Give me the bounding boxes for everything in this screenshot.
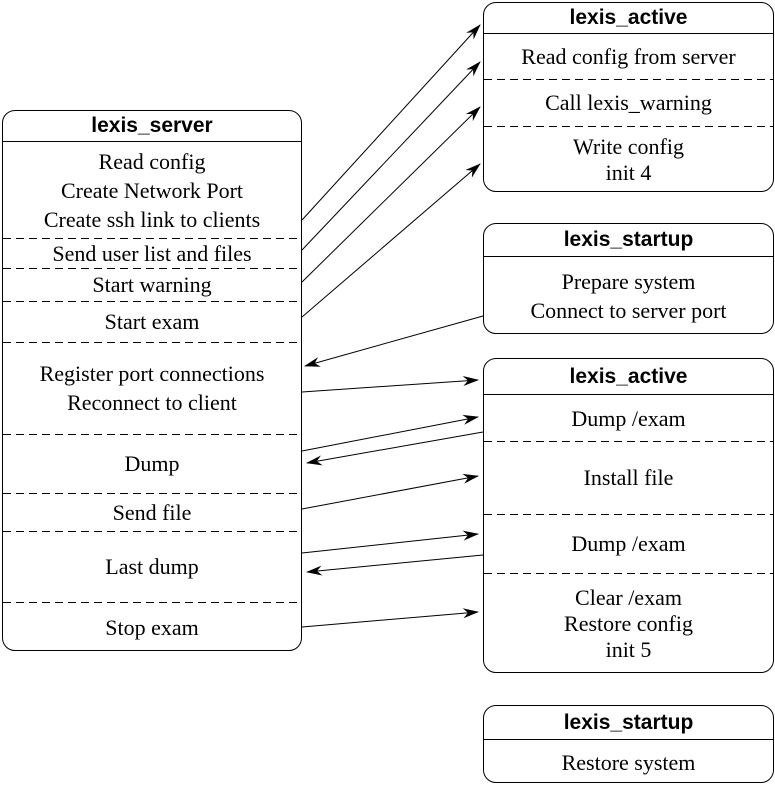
section-line: Install file [583, 465, 674, 490]
section-active2-dump-exam-1: Dump /exam [484, 395, 773, 441]
section-line: Read config [98, 148, 206, 174]
section-line: Prepare system [561, 269, 696, 294]
section-server-dump: Dump [3, 434, 301, 493]
section-line: init 5 [605, 636, 652, 662]
section-line: Restore config [564, 610, 693, 636]
section-line: Stop exam [105, 614, 199, 640]
arrow-dump-exam-2-reply [306, 554, 484, 576]
arrow-dump-to-dump-exam-1 [301, 414, 479, 452]
section-server-init: Read config Create Network Port Create s… [3, 142, 301, 238]
section-line: Start exam [104, 309, 200, 334]
arrow-reconnect-to-active2-header [301, 376, 479, 393]
section-line: Start warning [92, 272, 212, 297]
section-active1-call-warning: Call lexis_warning [484, 79, 773, 126]
section-line: Send file [112, 499, 192, 525]
section-server-start-warning: Start warning [3, 268, 301, 301]
arrow-ssh-link-to-active1-header [301, 24, 481, 221]
section-line: Create Network Port [60, 177, 244, 203]
section-line: Dump /exam [571, 405, 686, 431]
section-line: Write config [573, 133, 684, 159]
section-line: Call lexis_warning [545, 90, 712, 115]
arrow-start-warning-to-call-warning [301, 106, 481, 283]
arrow-dump-exam-1-reply [306, 431, 484, 466]
box-title-lexis-active-mid: lexis_active [484, 359, 773, 395]
box-title-lexis-server: lexis_server [3, 111, 301, 142]
arrow-start-exam-to-write-config [301, 163, 481, 318]
section-server-send-file: Send file [3, 493, 301, 531]
box-title-lexis-startup-bottom: lexis_startup [484, 706, 773, 740]
box-lexis-startup-top: lexis_startup Prepare system Connect to … [483, 223, 774, 334]
section-line: init 4 [605, 159, 652, 185]
section-startup1-prepare: Prepare system Connect to server port [484, 257, 773, 335]
section-line: Connect to server port [530, 298, 727, 323]
arrow-last-dump-to-dump-exam-2 [301, 530, 479, 554]
box-title-lexis-startup-top: lexis_startup [484, 224, 773, 257]
arrow-send-file-to-install-file [301, 473, 479, 510]
section-server-stop-exam: Stop exam [3, 602, 301, 652]
section-line: Reconnect to client [67, 390, 237, 415]
section-active2-clear-exam: Clear /exam Restore config init 5 [484, 573, 773, 674]
section-active1-read-config: Read config from server [484, 34, 773, 79]
section-startup2-restore: Restore system [484, 740, 773, 784]
box-title-lexis-active-top: lexis_active [484, 3, 773, 34]
section-line: Read config from server [521, 44, 736, 69]
arrow-send-user-list-to-read-config [301, 61, 481, 251]
section-line: Dump [124, 451, 180, 476]
section-line: Clear /exam [575, 584, 682, 610]
arrow-startup1-to-register-ports [304, 315, 484, 367]
section-active2-install-file: Install file [484, 441, 773, 514]
box-lexis-startup-bottom: lexis_startup Restore system [483, 705, 774, 783]
section-line: Last dump [105, 554, 199, 579]
box-lexis-server: lexis_server Read config Create Network … [2, 110, 302, 651]
box-lexis-active-mid: lexis_active Dump /exam Install file Dum… [483, 358, 774, 673]
section-server-register-ports: Register port connections Reconnect to c… [3, 342, 301, 434]
section-line: Register port connections [39, 361, 265, 386]
section-active1-write-config: Write config init 4 [484, 126, 773, 193]
arrow-stop-exam-to-clear-exam [301, 608, 479, 628]
section-server-start-exam: Start exam [3, 301, 301, 342]
section-line: Dump /exam [571, 531, 686, 556]
box-lexis-active-top: lexis_active Read config from server Cal… [483, 2, 774, 192]
section-line: Create ssh link to clients [43, 206, 261, 232]
section-active2-dump-exam-2: Dump /exam [484, 514, 773, 573]
section-line: Restore system [561, 749, 696, 775]
section-server-last-dump: Last dump [3, 531, 301, 602]
section-line: Send user list and files [52, 240, 252, 266]
section-server-send-user-list: Send user list and files [3, 238, 301, 268]
